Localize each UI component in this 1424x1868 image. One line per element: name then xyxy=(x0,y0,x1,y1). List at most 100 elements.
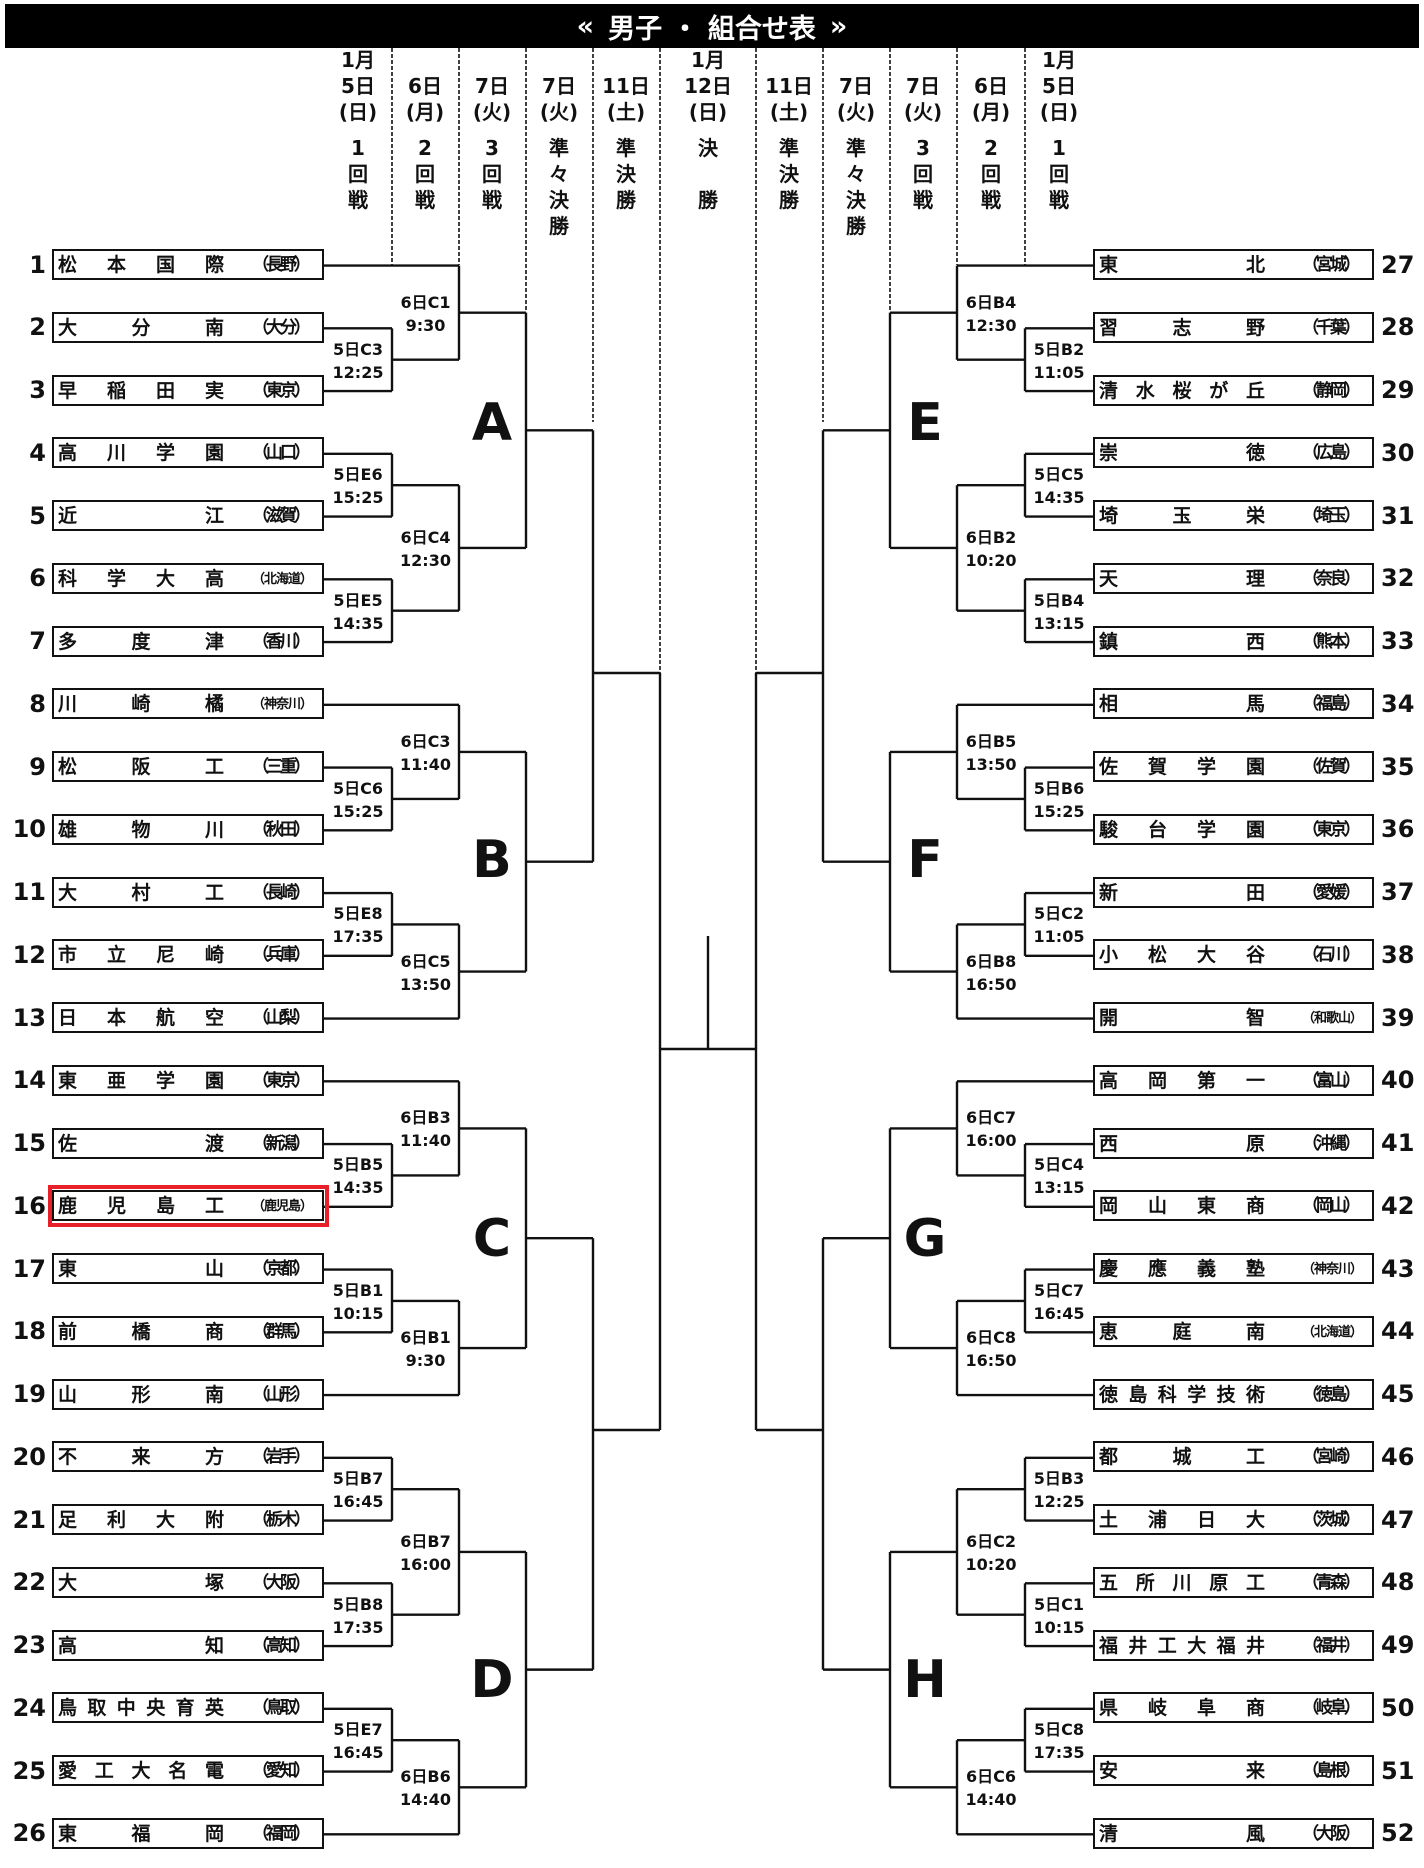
team-prefecture: （秋田） xyxy=(252,819,311,840)
team-entry[interactable]: 恵庭南（北海道） xyxy=(1093,1315,1374,1347)
team-entry[interactable]: 足利大附（栃木） xyxy=(52,1504,324,1536)
team-name: 早稲田実 xyxy=(58,379,224,402)
team-number: 42 xyxy=(1381,1191,1415,1220)
column-weekday: (火) xyxy=(903,100,943,124)
team-name: 小松大谷 xyxy=(1099,944,1265,967)
team-entry[interactable]: 崇徳（広島） xyxy=(1093,437,1374,469)
team-entry[interactable]: 佐渡（新潟） xyxy=(52,1127,324,1159)
team-entry[interactable]: 雄物川（秋田） xyxy=(52,813,324,845)
team-name: 足利大附 xyxy=(58,1509,224,1532)
team-entry[interactable]: 駿台学園（東京） xyxy=(1093,813,1374,845)
team-entry[interactable]: 前橋商（群馬） xyxy=(52,1315,324,1347)
match-time: 16:45 xyxy=(332,1743,384,1763)
team-number: 25 xyxy=(12,1756,46,1785)
team-entry[interactable]: 埼玉栄（埼玉） xyxy=(1093,500,1374,532)
team-number: 43 xyxy=(1381,1254,1415,1283)
match-time: 13:50 xyxy=(400,974,451,994)
team-entry[interactable]: 大分南（大分） xyxy=(52,311,324,343)
match-time: 15:25 xyxy=(1033,801,1085,821)
team-name: 高知 xyxy=(58,1634,224,1657)
team-entry[interactable]: 新田（愛媛） xyxy=(1093,876,1374,908)
team-entry[interactable]: 不来方（岩手） xyxy=(52,1441,324,1473)
team-entry[interactable]: 多度津（香川） xyxy=(52,625,324,657)
team-entry[interactable]: 川崎橘（神奈川） xyxy=(52,688,324,720)
team-number: 21 xyxy=(12,1505,46,1534)
team-name: 慶應義塾 xyxy=(1099,1258,1265,1281)
team-entry[interactable]: 鎮西（熊本） xyxy=(1093,625,1374,657)
team-entry[interactable]: 松阪工（三重） xyxy=(52,751,324,783)
team-number: 13 xyxy=(12,1003,46,1032)
team-entry[interactable]: 東北（宮城） xyxy=(1093,249,1374,281)
team-entry[interactable]: 福井工大福井（福井） xyxy=(1093,1629,1374,1661)
team-prefecture: （東京） xyxy=(1302,819,1361,840)
match-code: 6日B8 xyxy=(965,951,1017,971)
round-name-char: 決 xyxy=(616,162,636,186)
match-code: 5日E5 xyxy=(333,590,383,610)
team-entry[interactable]: 佐賀学園（佐賀） xyxy=(1093,751,1374,783)
team-entry[interactable]: 清水桜が丘（静岡） xyxy=(1093,374,1374,406)
team-entry[interactable]: 高川学園（山口） xyxy=(52,437,324,469)
team-name: 大村工 xyxy=(58,881,224,904)
round-name-char: 々 xyxy=(549,162,569,186)
round-name-char: 決 xyxy=(779,162,799,186)
team-entry[interactable]: 大塚（大阪） xyxy=(52,1566,324,1598)
team-entry[interactable]: 土浦日大（茨城） xyxy=(1093,1504,1374,1536)
match-code: 5日C7 xyxy=(1033,1280,1084,1300)
team-entry[interactable]: 早稲田実（東京） xyxy=(52,374,324,406)
team-name: 佐渡 xyxy=(58,1132,224,1155)
team-entry[interactable]: 鳥取中央育英（鳥取） xyxy=(52,1692,324,1724)
column-weekday: (火) xyxy=(539,100,579,124)
round-name-char: 回 xyxy=(415,162,435,186)
team-prefecture: （山梨） xyxy=(252,1008,311,1029)
team-entry[interactable]: 近江（滋賀） xyxy=(52,500,324,532)
team-entry[interactable]: 安来（島根） xyxy=(1093,1755,1374,1787)
team-entry[interactable]: 天理（奈良） xyxy=(1093,562,1374,594)
match-time: 12:25 xyxy=(1033,1492,1085,1512)
team-entry[interactable]: 県岐阜商（岐阜） xyxy=(1093,1692,1374,1724)
round-column-header: 11日(土)準決勝 xyxy=(593,47,659,212)
team-entry[interactable]: 鹿児島工（鹿児島） xyxy=(52,1190,324,1222)
team-entry[interactable]: 岡山東商（岡山） xyxy=(1093,1190,1374,1222)
team-number: 44 xyxy=(1381,1317,1415,1346)
team-entry[interactable]: 松本国際（長野） xyxy=(52,249,324,281)
team-number: 1 xyxy=(29,250,46,279)
team-entry[interactable]: 開智（和歌山） xyxy=(1093,1002,1374,1034)
team-entry[interactable]: 東亜学園（東京） xyxy=(52,1064,324,1096)
team-prefecture: （埼玉） xyxy=(1302,506,1361,527)
team-entry[interactable]: 慶應義塾（神奈川） xyxy=(1093,1253,1374,1285)
match-time: 10:20 xyxy=(965,550,1017,570)
team-entry[interactable]: 清風（大阪） xyxy=(1093,1817,1374,1849)
team-prefecture: （愛媛） xyxy=(1302,882,1361,903)
team-entry[interactable]: 五所川原工（青森） xyxy=(1093,1566,1374,1598)
team-entry[interactable]: 相馬（福島） xyxy=(1093,688,1374,720)
team-entry[interactable]: 西原（沖縄） xyxy=(1093,1127,1374,1159)
team-entry[interactable]: 都城工（宮崎） xyxy=(1093,1441,1374,1473)
match-time: 16:50 xyxy=(965,1351,1017,1371)
team-entry[interactable]: 習志野（千葉） xyxy=(1093,311,1374,343)
team-entry[interactable]: 大村工（長崎） xyxy=(52,876,324,908)
team-entry[interactable]: 高知（高知） xyxy=(52,1629,324,1661)
team-entry[interactable]: 小松大谷（石川） xyxy=(1093,939,1374,971)
team-entry[interactable]: 市立尼崎（兵庫） xyxy=(52,939,324,971)
match-time: 15:25 xyxy=(332,801,384,821)
team-number: 37 xyxy=(1381,878,1415,907)
team-entry[interactable]: 高岡第一（富山） xyxy=(1093,1064,1374,1096)
team-entry[interactable]: 徳島科学技術（徳島） xyxy=(1093,1378,1374,1410)
team-entry[interactable]: 東山（京都） xyxy=(52,1253,324,1285)
team-number: 11 xyxy=(12,878,46,907)
team-entry[interactable]: 東福岡（福岡） xyxy=(52,1817,324,1849)
team-entry[interactable]: 科学大高（北海道） xyxy=(52,562,324,594)
team-entry[interactable]: 日本航空（山梨） xyxy=(52,1002,324,1034)
team-entry[interactable]: 山形南（山形） xyxy=(52,1378,324,1410)
team-entry[interactable]: 愛工大名電（愛知） xyxy=(52,1755,324,1787)
